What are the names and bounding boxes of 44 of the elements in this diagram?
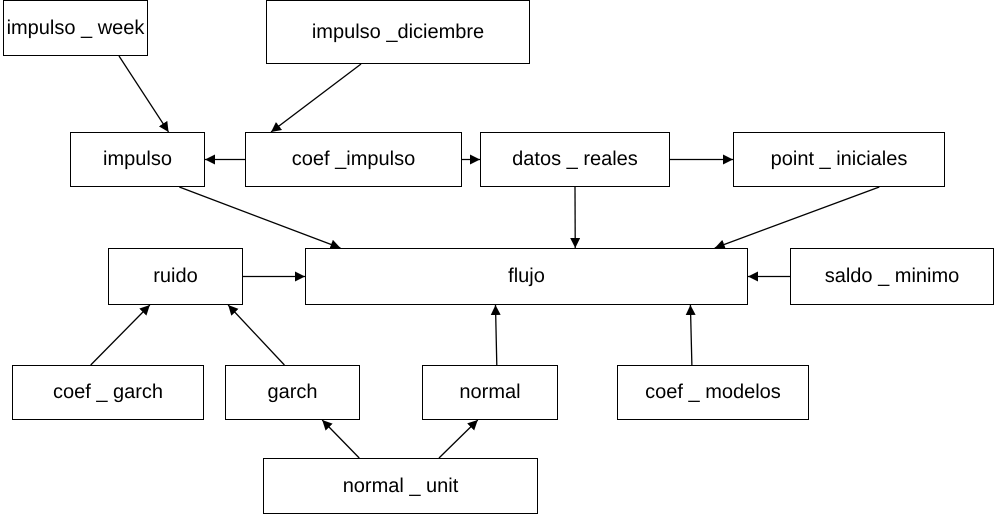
arrow (490, 304, 501, 366)
variable-name: point _ iniciales (770, 148, 908, 171)
variable-box (480, 132, 670, 187)
variable-name: normal (459, 381, 521, 404)
arrow (90, 304, 150, 366)
variable-box (70, 132, 205, 187)
arrow (179, 186, 341, 250)
variable-name: garch (267, 381, 318, 404)
arrow (205, 154, 245, 164)
variable-box (305, 248, 748, 305)
variable-box (3, 0, 148, 56)
variable-name: ruido (153, 265, 198, 288)
variable-name: saldo _ minimo (824, 265, 960, 288)
variable-name: datos _ reales (512, 148, 638, 171)
variable-name: coef _ garch (52, 381, 164, 404)
arrow (438, 420, 478, 458)
arrow (748, 272, 790, 282)
arrow (670, 154, 733, 164)
arrow (270, 63, 362, 133)
variable-box (263, 458, 538, 514)
arrow (322, 420, 360, 458)
variable-name: flujo (508, 265, 545, 288)
arrow (243, 272, 305, 282)
variable-box (790, 248, 994, 305)
variable-name: impulso _diciembre (312, 20, 484, 44)
variable-box (12, 365, 204, 420)
arrow (686, 304, 696, 366)
variable-box (733, 132, 945, 187)
variable-box (617, 365, 809, 420)
arrow (714, 186, 880, 250)
arrow (118, 56, 170, 132)
arrow (462, 154, 480, 164)
variable-box (108, 248, 243, 305)
variable-name: coef _ modelos (645, 381, 781, 404)
variable-box (422, 365, 558, 420)
variable-name: impulso _ week (6, 16, 144, 40)
variable-box (245, 132, 462, 187)
variable-box (266, 0, 530, 64)
variable-name: impulso (103, 148, 172, 171)
arrow (228, 304, 285, 366)
variable-name: normal _ unit (342, 474, 458, 498)
variable-box (225, 365, 360, 420)
variable-name: coef _impulso (292, 148, 416, 171)
arrow (570, 187, 580, 248)
